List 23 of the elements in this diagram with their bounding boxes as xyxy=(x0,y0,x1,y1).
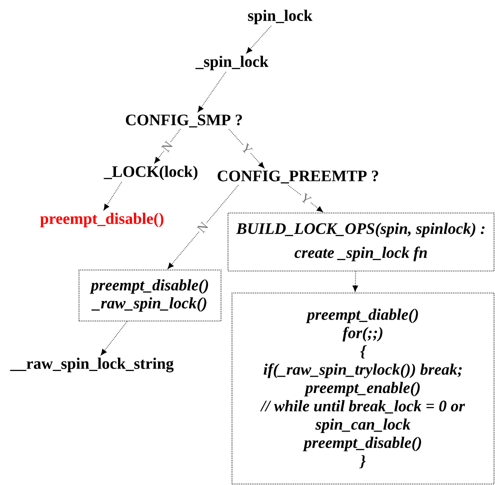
function-label: __raw_spin_lock_string xyxy=(10,358,174,372)
edge-label: Y xyxy=(298,192,314,206)
condition-label: CONFIG_SMP ? xyxy=(126,114,242,128)
code-box: preempt_disable() _raw_spin_lock() xyxy=(78,270,222,322)
arrow xyxy=(168,184,239,269)
function-label: preempt_disable() xyxy=(40,212,164,228)
macro-label: _LOCK(lock) xyxy=(104,166,198,180)
arrow xyxy=(288,184,323,212)
arrow xyxy=(104,182,122,210)
arrow xyxy=(228,128,264,168)
function-label: spin_lock xyxy=(248,10,312,24)
edge-label: N xyxy=(195,220,210,235)
arrow xyxy=(246,26,272,54)
arrow xyxy=(154,128,181,164)
function-label: _spin_lock xyxy=(195,56,268,70)
code-box: preempt_diable() for(;;) { if(_raw_spin_trylock()) break; preempt_enable() // while until break_lock = 0 or spin_can_lock preempt_disable() } xyxy=(232,292,494,484)
condition-label: CONFIG_PREEMTP ? xyxy=(218,170,378,184)
code-box: BUILD_LOCK_OPS(spin, spinlock) : create _spin_lock fn xyxy=(228,212,494,272)
edge-label: Y xyxy=(239,142,254,156)
edge-label: N xyxy=(160,139,174,154)
arrow xyxy=(352,271,358,292)
arrow xyxy=(198,72,226,112)
arrow xyxy=(100,321,128,356)
